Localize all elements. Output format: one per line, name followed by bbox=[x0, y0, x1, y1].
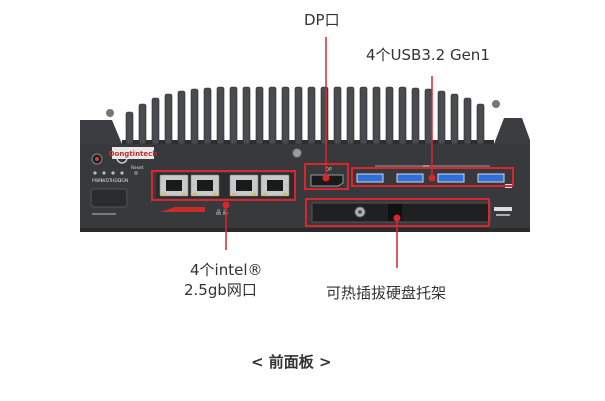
led-label-wdt: WDT bbox=[101, 178, 112, 184]
label-usb-ports: 4个USB3.2 Gen1 bbox=[366, 46, 490, 64]
lan-ports: 品 品 bbox=[156, 173, 294, 216]
callout-annotations bbox=[151, 37, 514, 268]
front-door bbox=[90, 188, 128, 208]
dp-silk-label: DP bbox=[325, 167, 332, 173]
panel-caption: < 前面板 > bbox=[251, 353, 332, 371]
led-label-hdd: HDD bbox=[111, 178, 122, 184]
reset-label: Reset bbox=[131, 165, 144, 171]
power-area bbox=[91, 153, 103, 165]
usb-ports bbox=[356, 165, 505, 183]
brand-logo: Dongtintech bbox=[109, 150, 158, 158]
led-label-ign: IGN bbox=[120, 178, 128, 184]
led-label-pwr: PWR bbox=[92, 178, 102, 184]
indicator-leds bbox=[93, 171, 138, 175]
svg-text:品 品: 品 品 bbox=[216, 210, 228, 216]
label-lan-line1: 4个intel® bbox=[190, 261, 263, 279]
label-dp-port: DP口 bbox=[304, 11, 340, 29]
heatsink bbox=[106, 86, 500, 152]
brand-logo-plate bbox=[112, 147, 154, 159]
hdd-tray bbox=[311, 202, 512, 223]
label-hdd-tray: 可热插拔硬盘托架 bbox=[326, 284, 447, 302]
label-lan-line2: 2.5gb网口 bbox=[184, 281, 257, 299]
